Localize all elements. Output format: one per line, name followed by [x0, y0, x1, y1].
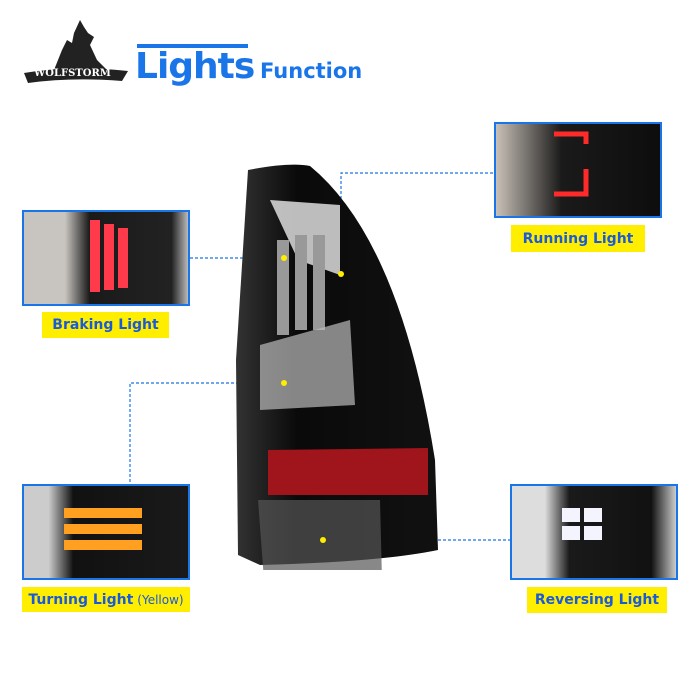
wolfstorm-logo: WOLFSTORM: [22, 15, 130, 87]
turning-light-photo: [22, 484, 190, 580]
reversing-light-photo: [510, 484, 678, 580]
page-subtitle: Function: [260, 59, 363, 83]
turning-light-note: (Yellow): [137, 592, 184, 607]
braking-light-label: Braking Light: [42, 312, 169, 338]
braking-light-photo: [22, 210, 190, 306]
running-light-label: Running Light: [511, 225, 645, 252]
turning-light-label: Turning Light(Yellow): [22, 587, 190, 612]
reversing-light-label: Reversing Light: [527, 587, 667, 613]
tail-light-image: [236, 164, 438, 570]
running-light-photo: [494, 122, 662, 218]
logo-text: WOLFSTORM: [34, 68, 111, 79]
page-title: Lights: [135, 46, 255, 87]
title-underline: [137, 44, 248, 48]
turning-light-text: Turning Light: [28, 591, 134, 608]
